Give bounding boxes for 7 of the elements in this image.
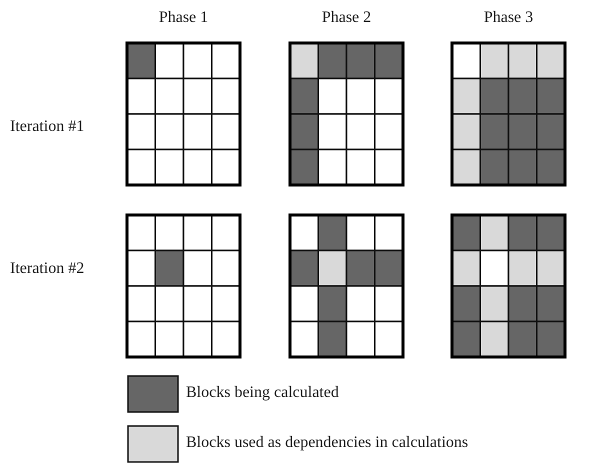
legend-text: Blocks used as dependencies in calculations <box>186 434 468 452</box>
row-header: Iteration #1 <box>10 118 84 136</box>
column-header: Phase 1 <box>158 9 210 27</box>
legend-text: Blocks being calculated <box>186 384 339 402</box>
column-header: Phase 3 <box>482 9 534 27</box>
row-header: Iteration #2 <box>10 260 84 278</box>
column-header: Phase 2 <box>320 9 372 27</box>
